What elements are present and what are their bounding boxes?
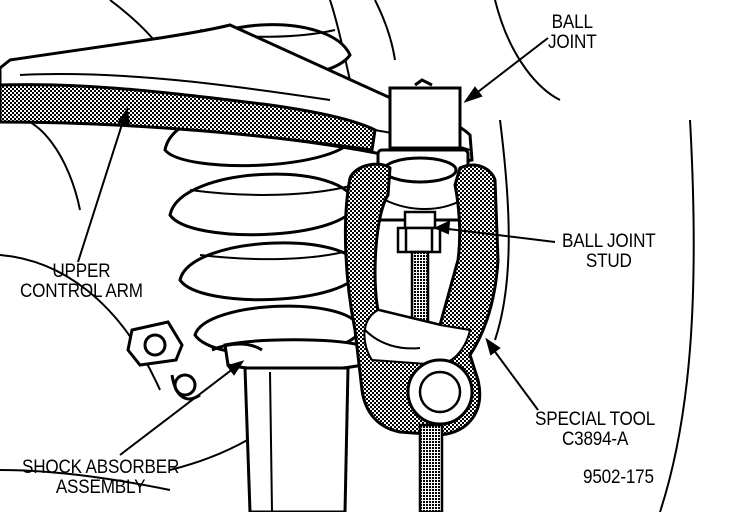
label-upper-control-arm-line2: CONTROL ARM: [20, 281, 143, 302]
side-bracket-nut: [126, 320, 201, 401]
label-upper-control-arm: UPPER CONTROL ARM: [20, 262, 143, 302]
ball-joint-housing: [376, 78, 470, 222]
label-ball-joint-stud-line2: STUD: [585, 251, 632, 272]
label-shock-absorber-line2: ASSEMBLY: [55, 477, 146, 498]
label-shock-absorber-line1: SHOCK ABSORBER: [22, 457, 180, 478]
upper-control-arm: [0, 23, 474, 167]
label-ball-joint-line2: JOINT: [548, 32, 597, 53]
label-special-tool-line1: SPECIAL TOOL: [535, 409, 656, 430]
label-ball-joint-stud-line1: BALL JOINT: [562, 231, 656, 252]
figure-code: 9502-175: [583, 467, 654, 488]
label-ball-joint: BALL JOINT: [548, 13, 597, 53]
label-upper-control-arm-line1: UPPER: [52, 261, 111, 282]
label-special-tool: SPECIAL TOOL C3894-A: [535, 410, 655, 450]
special-tool: [343, 162, 500, 437]
shock-absorber-body: [211, 338, 364, 512]
label-ball-joint-stud: BALL JOINT STUD: [562, 232, 656, 272]
label-shock-absorber: SHOCK ABSORBER ASSEMBLY: [22, 458, 179, 498]
leader-lines: [77, 37, 556, 456]
forcing-screw: [418, 423, 444, 512]
label-ball-joint-line1: BALL: [551, 12, 593, 33]
label-special-tool-line2: C3894-A: [561, 429, 629, 450]
